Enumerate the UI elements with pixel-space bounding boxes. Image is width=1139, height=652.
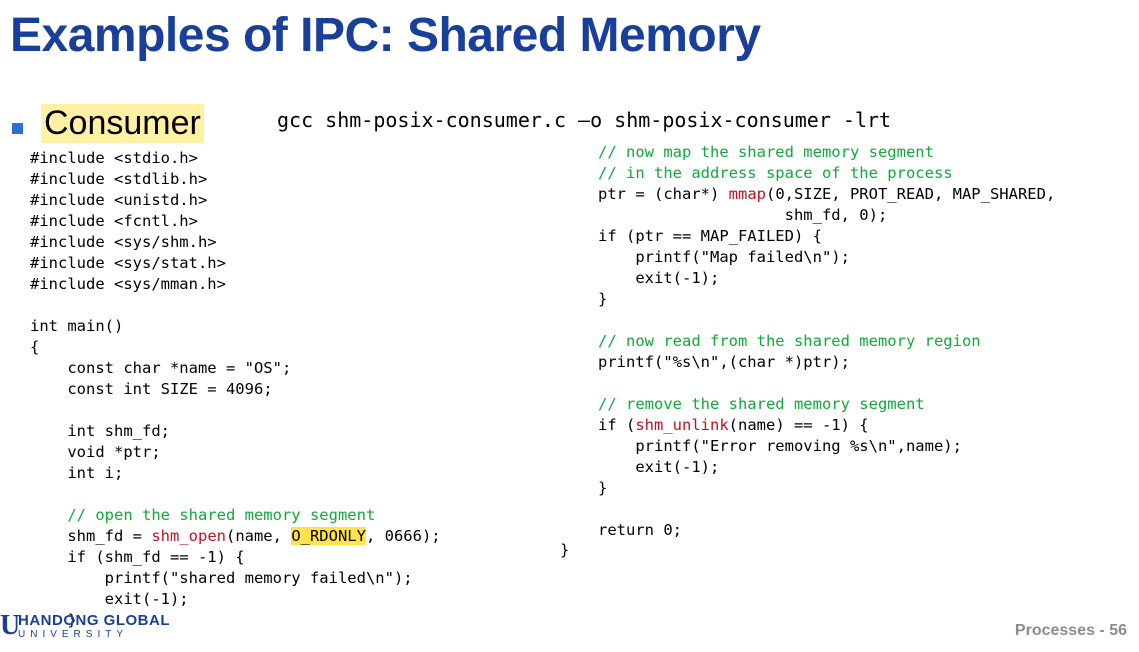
slide-footer: Processes - 56 xyxy=(1014,622,1127,639)
closing-brace: } xyxy=(560,541,570,559)
code-line: printf("Map failed\n"); xyxy=(598,248,850,266)
code-function: shm_unlink xyxy=(635,416,729,434)
code-line: printf("Error removing %s\n",name); xyxy=(598,437,962,455)
code-function: shm_open xyxy=(151,527,226,545)
code-line: (name, xyxy=(225,527,292,545)
code-highlight: O_RDONLY xyxy=(291,527,366,545)
code-comment: // in the address space of the process xyxy=(598,164,953,182)
code-line: } xyxy=(598,479,608,497)
slide-title: Examples of IPC: Shared Memory xyxy=(10,9,761,62)
code-line: { xyxy=(30,338,40,356)
code-comment: // now map the shared memory segment xyxy=(598,143,934,161)
code-line: shm_fd = xyxy=(30,527,152,545)
bullet-square-icon xyxy=(12,123,23,134)
code-line: } xyxy=(30,611,77,629)
code-right-column: // now map the shared memory segment // … xyxy=(598,142,1055,541)
logo-u-icon: U xyxy=(0,610,21,641)
code-line: exit(-1); xyxy=(30,590,189,608)
code-line: exit(-1); xyxy=(598,269,720,287)
code-line: const int SIZE = 4096; xyxy=(30,380,273,398)
code-line: (0,SIZE, PROT_READ, MAP_SHARED, xyxy=(765,185,1056,203)
code-line: #include <stdlib.h> xyxy=(30,170,208,188)
code-line: #include <fcntl.h> xyxy=(30,212,198,230)
code-function: mmap xyxy=(728,185,766,203)
code-left-column: #include <stdio.h> #include <stdlib.h> #… xyxy=(30,148,441,631)
code-line: exit(-1); xyxy=(598,458,720,476)
code-line: printf("shared memory failed\n"); xyxy=(30,569,413,587)
code-line: #include <stdio.h> xyxy=(30,149,198,167)
code-line: printf("%s\n",(char *)ptr); xyxy=(598,353,850,371)
code-line: void *ptr; xyxy=(30,443,161,461)
code-line: int shm_fd; xyxy=(30,422,170,440)
code-line: #include <sys/mman.h> xyxy=(30,275,226,293)
code-comment: // open the shared memory segment xyxy=(30,506,376,524)
code-line: #include <sys/shm.h> xyxy=(30,233,217,251)
code-line: const char *name = "OS"; xyxy=(30,359,292,377)
university-logo: U HANDONG GLOBAL UNIVERSITY xyxy=(0,606,170,646)
compile-command: gcc shm-posix-consumer.c –o shm-posix-co… xyxy=(277,108,892,132)
code-line: int main() xyxy=(30,317,124,335)
code-line: return 0; xyxy=(598,521,682,539)
code-line: (name) == -1) { xyxy=(728,416,869,434)
bullet-consumer: Consumer xyxy=(41,104,204,143)
code-comment: // remove the shared memory segment xyxy=(598,395,925,413)
code-line: shm_fd, 0); xyxy=(598,206,888,224)
code-comment: // now read from the shared memory regio… xyxy=(598,332,981,350)
code-line: , 0666); xyxy=(365,527,441,545)
code-line: ptr = (char*) xyxy=(598,185,729,203)
code-line: int i; xyxy=(30,464,124,482)
code-line: #include <sys/stat.h> xyxy=(30,254,226,272)
code-line: } xyxy=(598,290,608,308)
logo-text-line1: HANDONG GLOBAL xyxy=(18,612,170,629)
code-line: if (ptr == MAP_FAILED) { xyxy=(598,227,822,245)
code-line: #include <unistd.h> xyxy=(30,191,208,209)
code-line: if ( xyxy=(598,416,636,434)
code-line: if (shm_fd == -1) { xyxy=(30,548,245,566)
logo-text-line2: UNIVERSITY xyxy=(18,629,129,640)
